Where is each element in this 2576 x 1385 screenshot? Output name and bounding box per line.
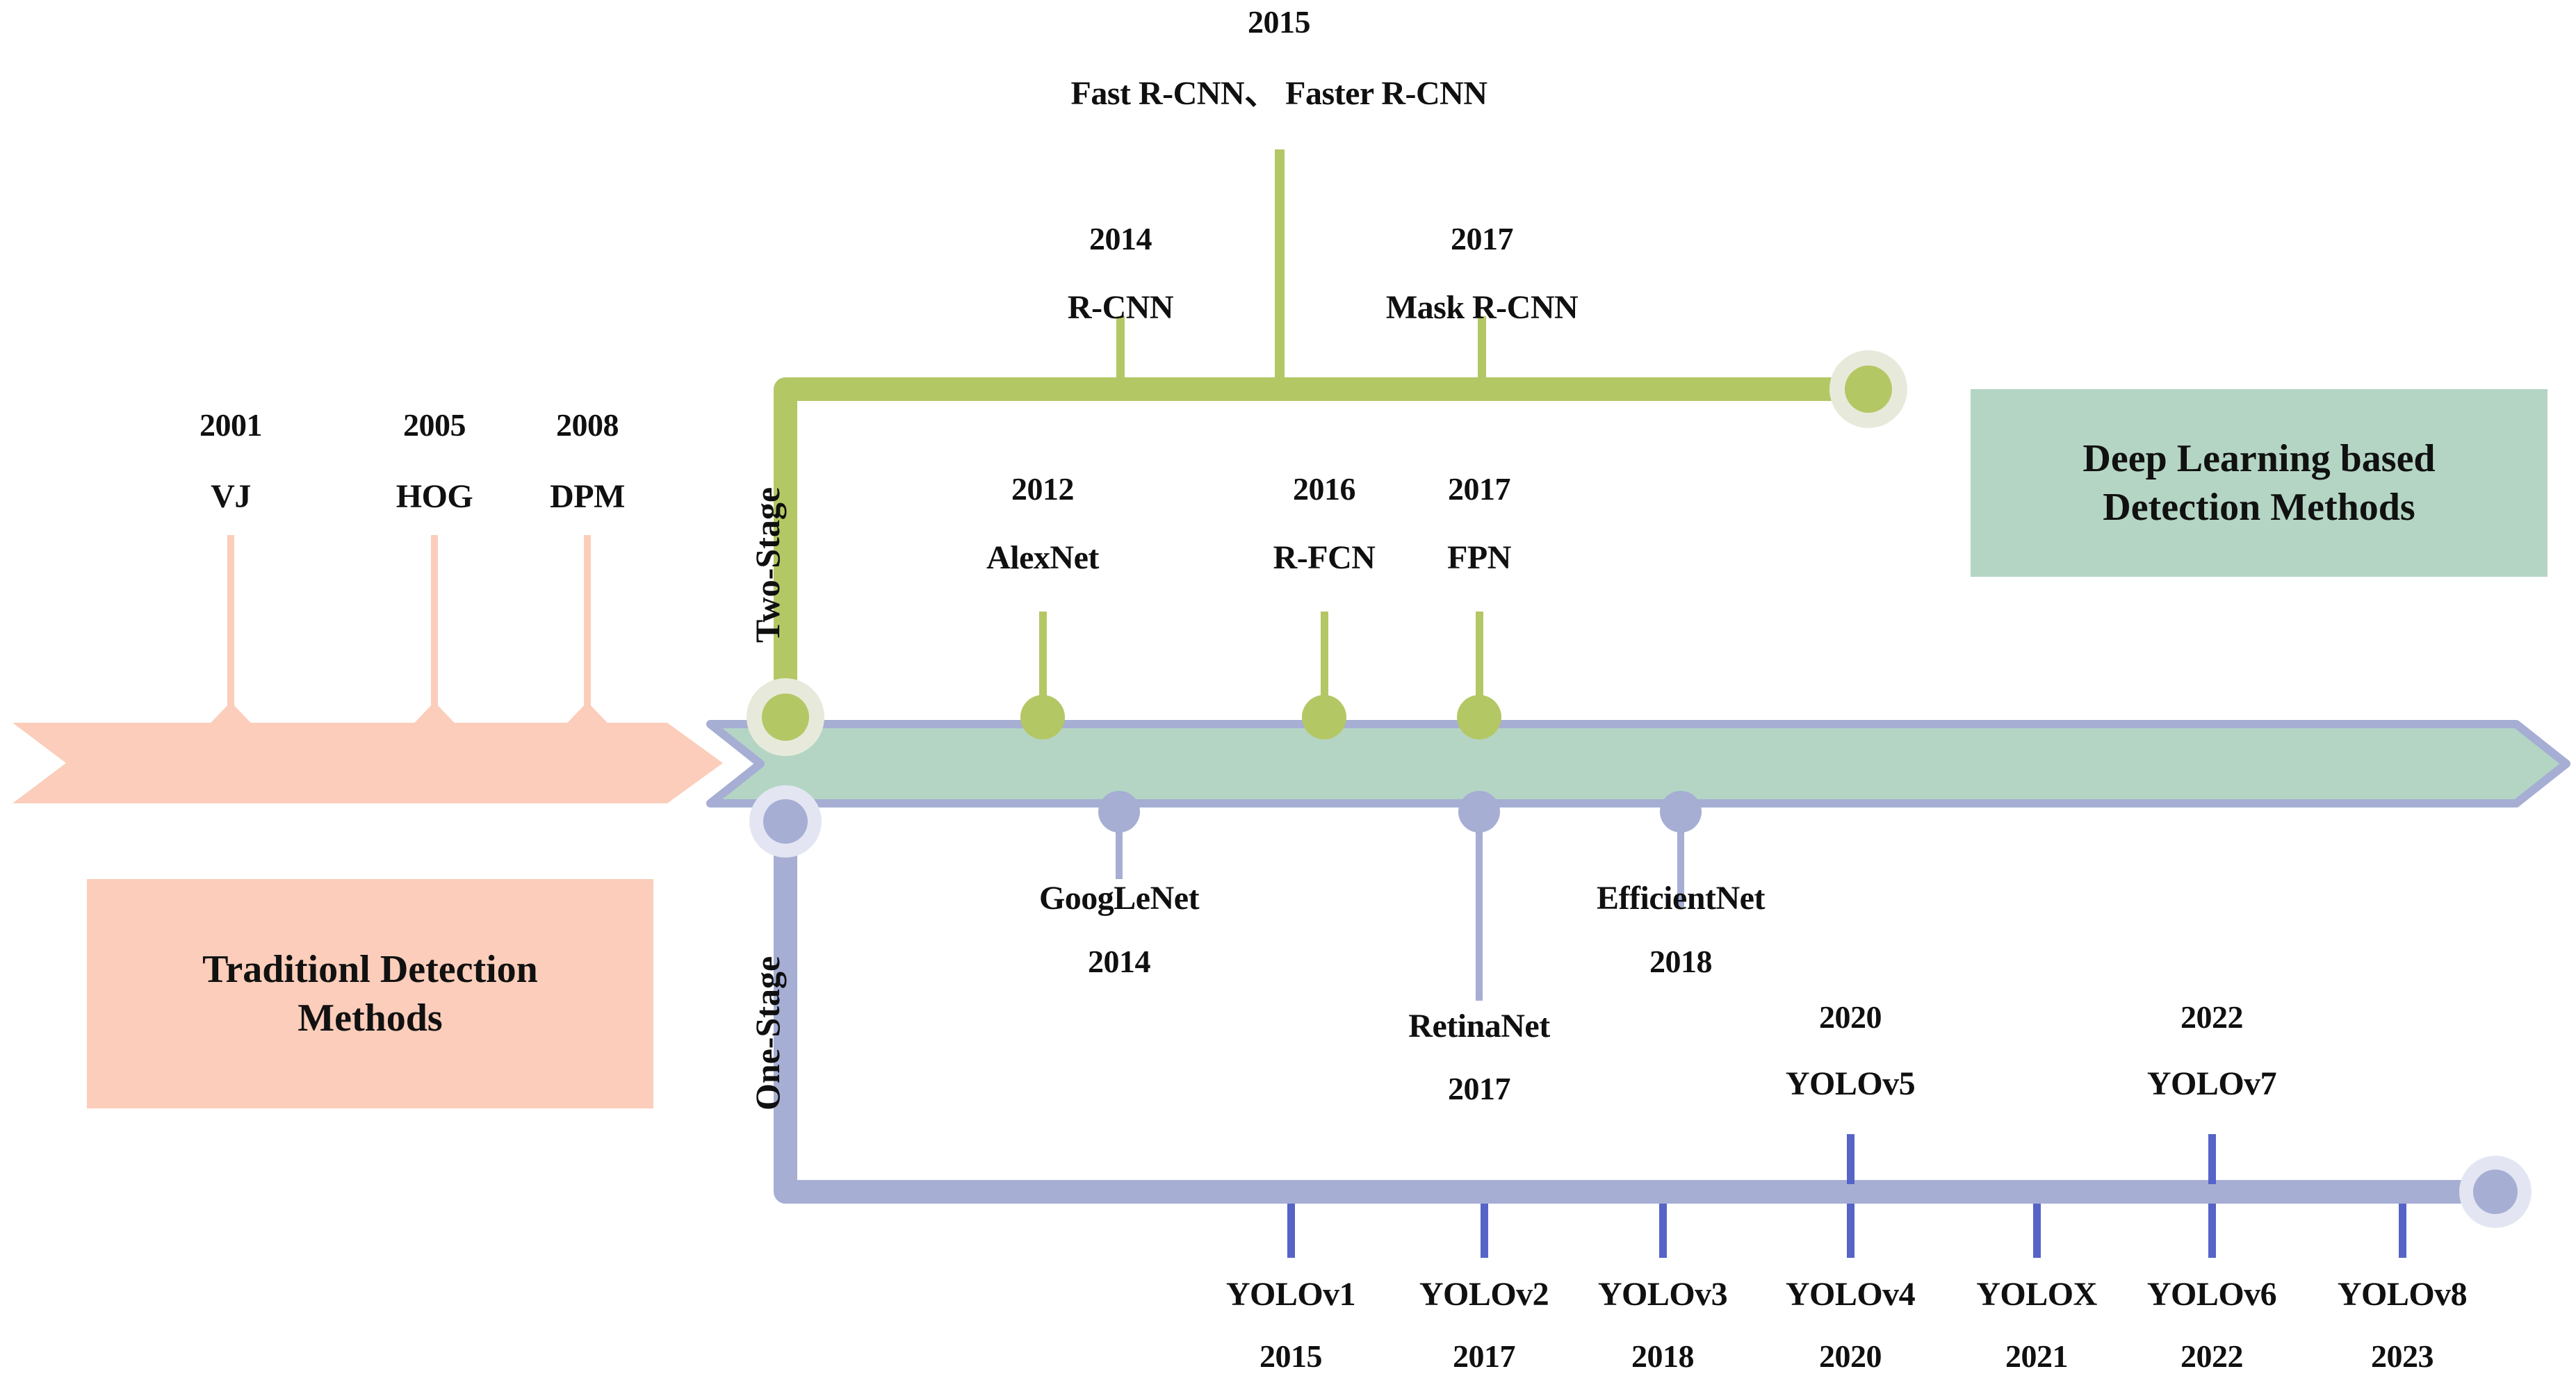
legend-deep-learning-text: Deep Learning based Detection Methods	[2082, 434, 2435, 532]
method-yolov1: YOLOv1	[1225, 1276, 1356, 1313]
legend-deep-learning-line2: Detection Methods	[2103, 486, 2415, 529]
stem-retinanet	[1476, 810, 1483, 1001]
branch-label-two-stage: Two-Stage	[748, 486, 787, 643]
tick-fast-faster-rcnn	[1275, 149, 1285, 389]
year-googlenet: 2014	[1088, 944, 1151, 979]
legend-traditional-detection-methods: Traditionl Detection Methods	[87, 879, 653, 1108]
legend-traditional-text: Traditionl Detection Methods	[202, 945, 538, 1042]
dot-alexnet	[1020, 695, 1065, 739]
tick-rcnn	[1116, 316, 1125, 389]
year-hog: 2005	[403, 407, 466, 443]
legend-traditional-line1: Traditionl Detection	[202, 948, 538, 991]
one-stage-rail	[774, 812, 2486, 1204]
one-stage-end-dot	[2473, 1170, 2518, 1214]
backbone-markers-above	[1020, 612, 1501, 739]
year-dpm: 2008	[556, 407, 619, 443]
method-vj: VJ	[211, 478, 251, 515]
year-rfcn: 2016	[1293, 471, 1356, 507]
dot-retinanet	[1458, 791, 1500, 833]
method-mask-rcnn: Mask R-CNN	[1385, 289, 1579, 326]
method-dpm: DPM	[550, 478, 625, 515]
year-yolov1: 2015	[1260, 1338, 1323, 1374]
method-yolov7: YOLOv7	[2146, 1065, 2277, 1102]
tick-mask-rcnn	[1478, 316, 1486, 389]
two-stage-branch	[747, 149, 1907, 756]
two-stage-junction-dot	[762, 694, 809, 741]
method-fast-faster-rcnn: Fast R-CNN、 Faster R-CNN	[1070, 75, 1488, 112]
legend-deep-learning-detection-methods: Deep Learning based Detection Methods	[1971, 389, 2548, 577]
method-hog: HOG	[396, 478, 473, 515]
method-rfcn: R-FCN	[1273, 539, 1376, 576]
branch-label-one-stage: One-Stage	[748, 956, 787, 1111]
stem-googlenet	[1116, 810, 1123, 879]
stem-hog	[431, 535, 438, 709]
year-fast-faster-rcnn: 2015	[1248, 4, 1311, 40]
dot-rfcn	[1302, 695, 1346, 739]
stem-efficientnet	[1677, 810, 1684, 907]
method-yolov3: YOLOv3	[1597, 1276, 1728, 1313]
method-fpn: FPN	[1447, 539, 1511, 576]
year-yolov5: 2020	[1819, 999, 1882, 1035]
yolo-ticks	[1287, 1134, 2406, 1258]
method-yolox: YOLOX	[1976, 1276, 2097, 1313]
method-yolov2: YOLOv2	[1419, 1276, 1549, 1313]
year-vj: 2001	[199, 407, 263, 443]
year-fpn: 2017	[1448, 471, 1511, 507]
traditional-arrow-body	[13, 723, 723, 803]
year-efficientnet: 2018	[1649, 944, 1713, 979]
stem-rfcn	[1321, 612, 1328, 712]
year-alexnet: 2012	[1011, 471, 1075, 507]
tick-yolox	[2033, 1204, 2041, 1258]
year-yolov8: 2023	[2371, 1338, 2434, 1374]
year-yolov6: 2022	[2180, 1338, 2244, 1374]
year-yolov4: 2020	[1819, 1338, 1882, 1374]
deep-learning-arrow-body	[706, 720, 2570, 808]
dot-googlenet	[1098, 791, 1140, 833]
method-alexnet: AlexNet	[986, 539, 1099, 576]
stem-fpn	[1476, 612, 1483, 712]
year-yolov7: 2022	[2180, 999, 2244, 1035]
method-googlenet: GoogLeNet	[1038, 880, 1200, 917]
two-stage-rail	[774, 377, 1864, 741]
one-stage-branch	[749, 785, 2532, 1228]
year-yolov2: 2017	[1453, 1338, 1516, 1374]
legend-traditional-line2: Methods	[297, 997, 443, 1040]
year-rcnn: 2014	[1089, 221, 1152, 256]
backbone-markers-below	[1098, 791, 1702, 1001]
method-yolov8: YOLOv8	[2337, 1276, 2468, 1313]
legend-deep-learning-line1: Deep Learning based	[2082, 437, 2436, 480]
year-yolov3: 2018	[1631, 1338, 1695, 1374]
tick-yolov8	[2399, 1204, 2406, 1258]
traditional-banner	[13, 535, 723, 803]
tick-yolov4-below	[1847, 1204, 1854, 1258]
method-retinanet: RetinaNet	[1408, 1008, 1550, 1044]
method-yolov4: YOLOv4	[1785, 1276, 1916, 1313]
year-yolox: 2021	[2005, 1338, 2069, 1374]
year-retinanet: 2017	[1448, 1071, 1511, 1106]
method-yolov6: YOLOv6	[2146, 1276, 2277, 1313]
stem-dpm	[584, 535, 591, 709]
stem-alexnet	[1039, 612, 1047, 712]
tick-yolov2	[1481, 1204, 1488, 1258]
one-stage-junction-dot	[763, 799, 808, 844]
tick-yolov1	[1287, 1204, 1295, 1258]
dot-fpn	[1457, 695, 1501, 739]
method-yolov5: YOLOv5	[1785, 1065, 1916, 1102]
year-mask-rcnn: 2017	[1451, 221, 1514, 256]
deep-learning-arrow	[706, 720, 2570, 808]
method-rcnn: R-CNN	[1067, 289, 1174, 326]
dot-efficientnet	[1660, 791, 1702, 833]
method-efficientnet: EfficientNet	[1597, 880, 1765, 917]
tick-yolov3	[1659, 1204, 1667, 1258]
two-stage-end-dot	[1845, 366, 1892, 413]
tick-yolov7-above	[2208, 1134, 2216, 1184]
tick-yolov5-above	[1847, 1134, 1854, 1184]
stem-vj	[227, 535, 234, 709]
tick-yolov6-below	[2208, 1204, 2216, 1258]
